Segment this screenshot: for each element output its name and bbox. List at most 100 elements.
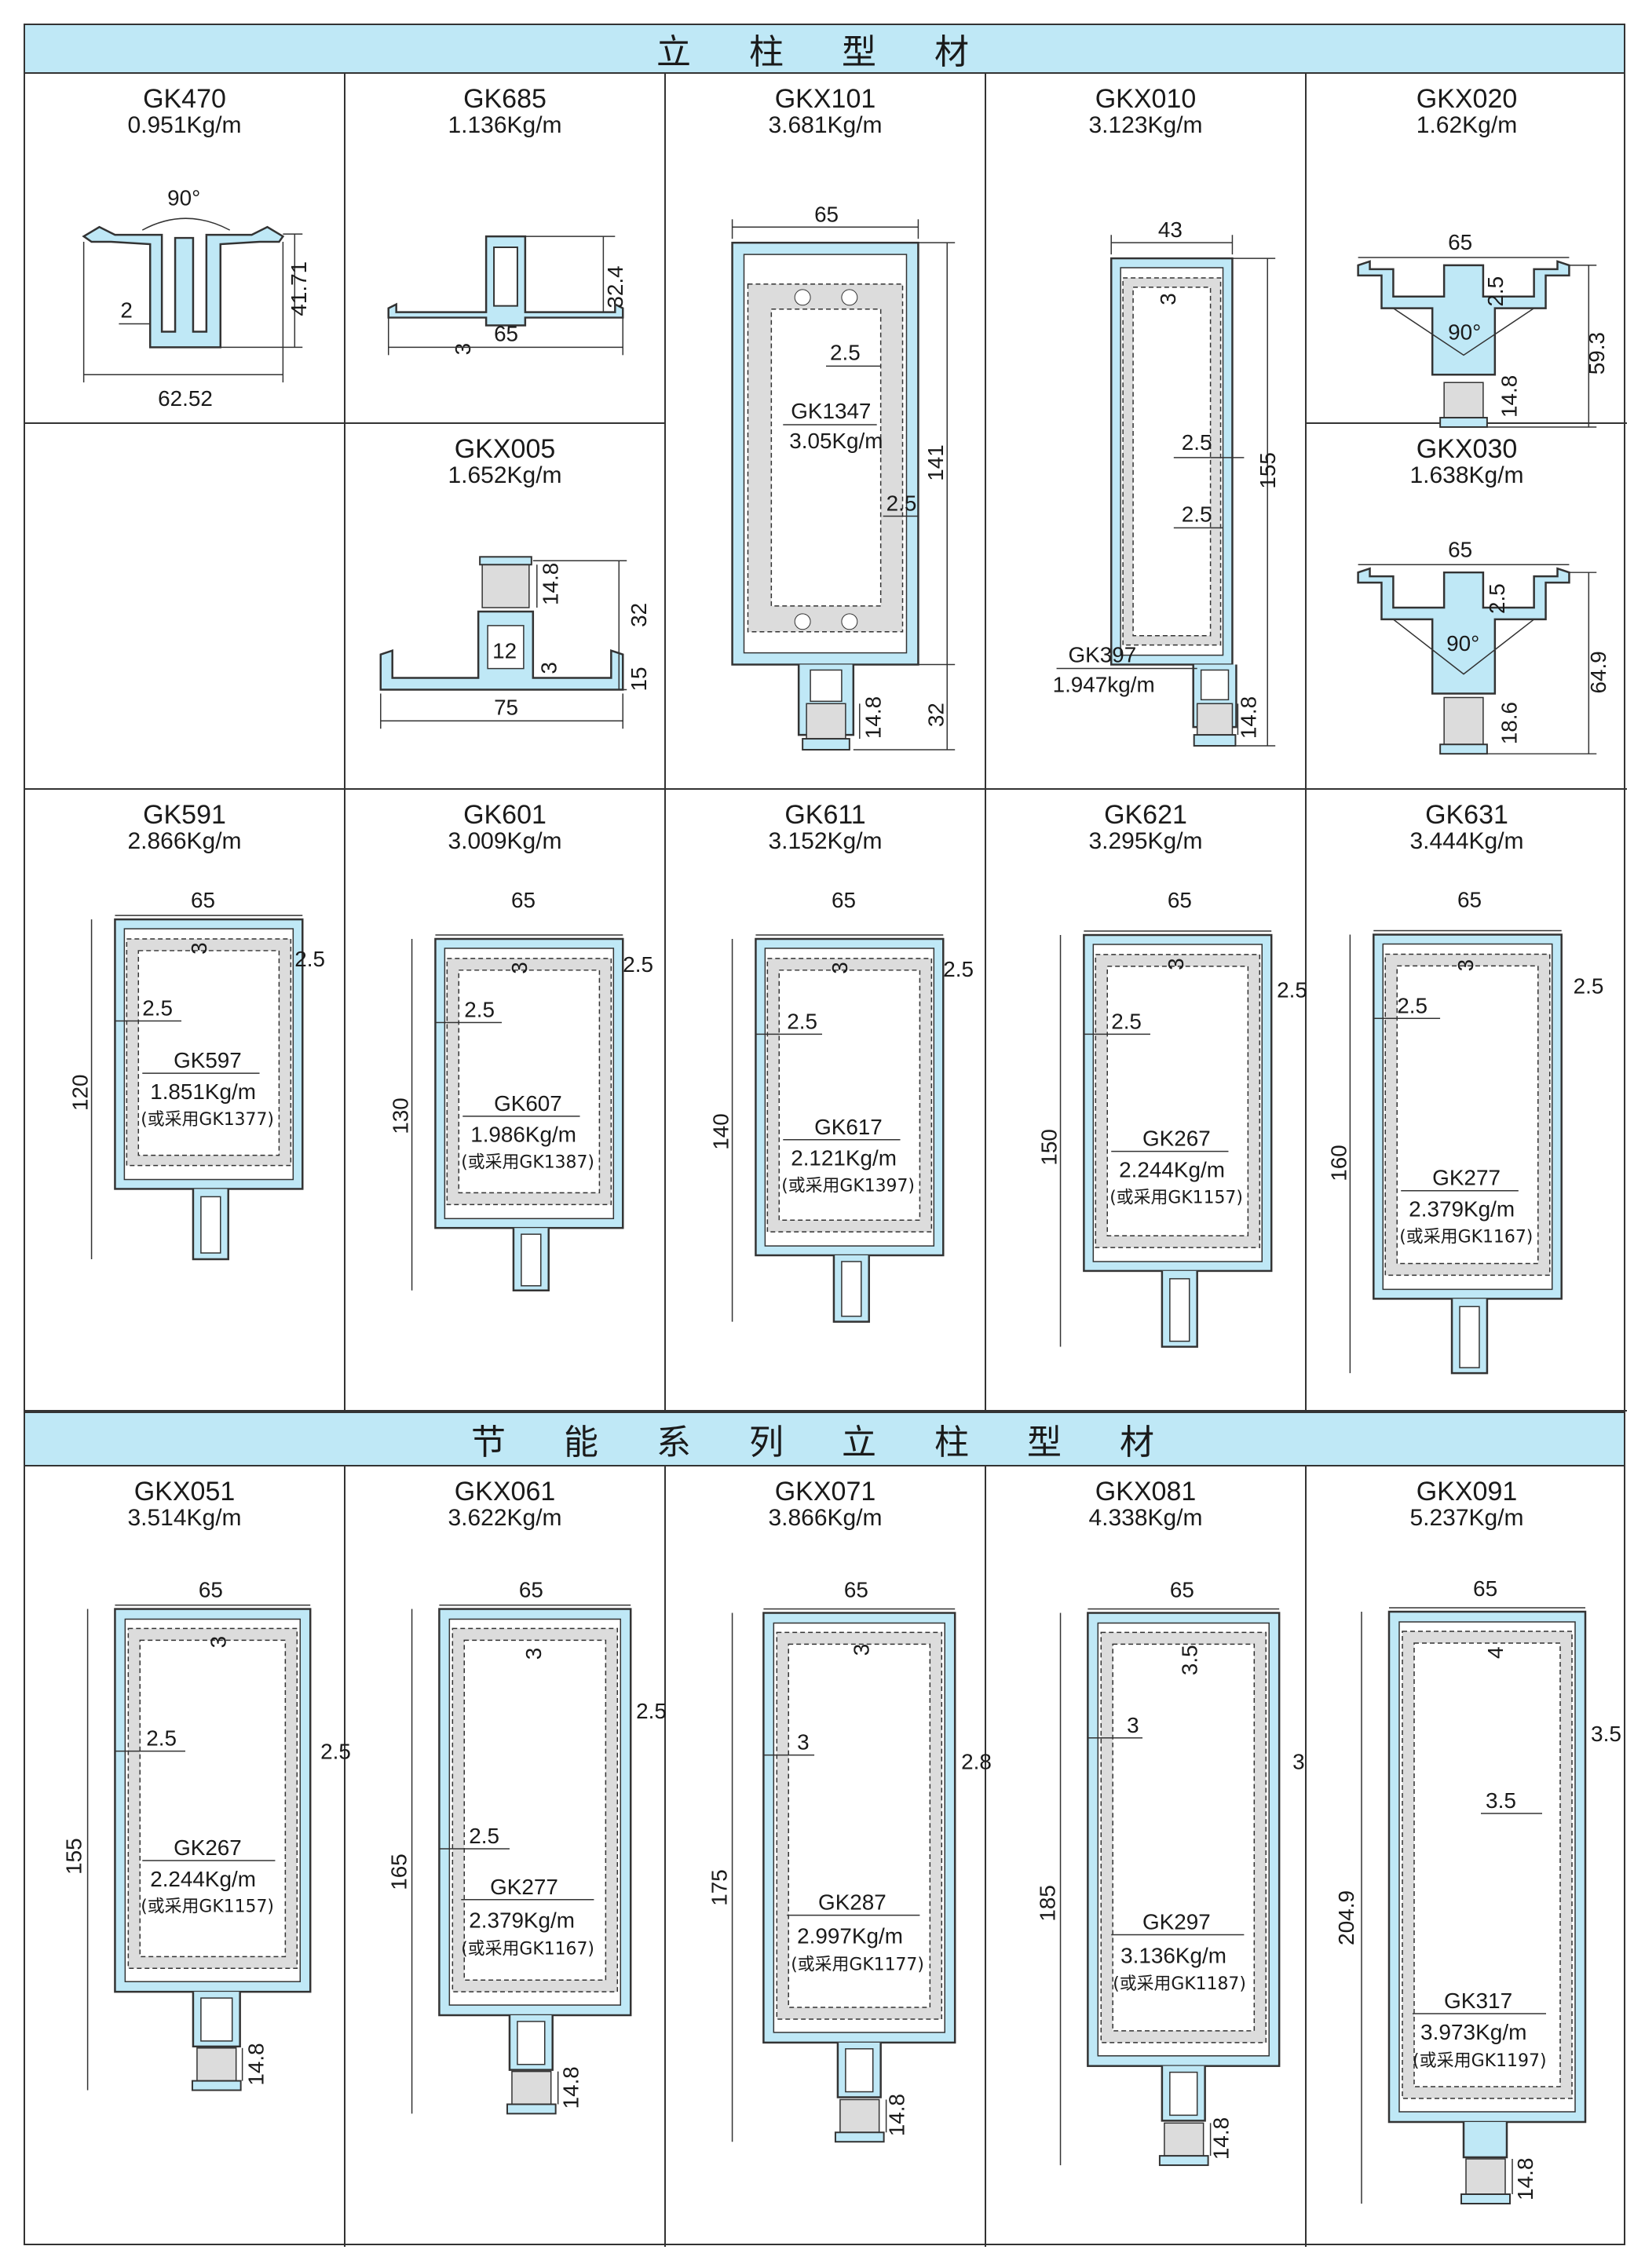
- insert-weight: 2.379Kg/m: [1409, 1197, 1515, 1222]
- dim-height: 140: [709, 1113, 733, 1149]
- profile-code: GK685: [463, 84, 547, 114]
- section-header-energy-saving-mullions: 节 能 系 列 立 柱 型 材: [25, 1412, 1624, 1466]
- dim-width: 65: [1168, 888, 1192, 912]
- profile-code: GK591: [143, 800, 226, 830]
- profile-code: GKX005: [454, 434, 556, 464]
- profile-drawing-gk631: 65 3 2.5 2.5 160 GK277 2.379Kg/m (或采用GK1…: [1326, 888, 1603, 1375]
- insert-code: GK597: [174, 1048, 242, 1072]
- dim-width: 65: [832, 888, 856, 912]
- insert-code: GK397: [1068, 643, 1136, 667]
- profile-code: GKX051: [133, 1477, 236, 1507]
- profile-drawing-gkx020: 65 2.5 90° 59.3 14.8: [1357, 230, 1609, 428]
- profile-code: GK470: [143, 84, 226, 114]
- profile-cell-gk470: GK470 0.951Kg/m 90° 2 41.71 62.52: [25, 74, 345, 424]
- insert-alternative: (或采用GK1167): [1399, 1228, 1533, 1247]
- profile-weight: 1.652Kg/m: [448, 462, 562, 488]
- dim-top-wall: 3: [1453, 959, 1478, 972]
- section-header-mullions: 立 柱 型 材: [25, 25, 1624, 74]
- dim-wall-2: 2.5: [886, 491, 917, 516]
- dim-height: 64.9: [1586, 651, 1610, 693]
- dim-height: 160: [1326, 1145, 1351, 1181]
- profile-drawing-gk621: 65 3 2.5 2.5 150 GK267 2.244Kg/m (或采用GK1…: [1037, 888, 1307, 1348]
- dim-key: 14.8: [861, 696, 886, 739]
- dim-angle: 90°: [167, 185, 200, 210]
- dim-width: 65: [191, 888, 215, 912]
- profile-drawing-gkx005: 14.8 32 15 12 3 75: [379, 556, 651, 729]
- profile-cell-gk591: GK591 2.866Kg/m 65 3 2.5 2.5 120 GK597 1…: [25, 790, 345, 1412]
- dim-inner-wall: 3.5: [1486, 1788, 1516, 1813]
- dim-height: 32.4: [603, 265, 627, 308]
- profile-drawing-gk685: 3 32.4 65: [387, 235, 627, 356]
- dim-wall-1: 2.5: [1182, 430, 1212, 455]
- profile-cell-gk631: GK631 3.444Kg/m 65 3 2.5 2.5 160 GK277 2…: [1307, 790, 1627, 1412]
- profile-code: GK621: [1104, 800, 1187, 830]
- insert-weight: 1.986Kg/m: [470, 1123, 576, 1147]
- dim-width: 62.52: [158, 386, 213, 411]
- dim-side-wall-right: 2.8: [961, 1750, 992, 1774]
- dim-side-wall-left: 2.5: [469, 1824, 499, 1848]
- dim-width: 65: [494, 321, 518, 345]
- profile-code: GK631: [1425, 800, 1508, 830]
- profile-drawing-gkx051: 65 3 2.5 2.5 155 14.8 GK267 2.244Kg/m (或…: [62, 1578, 351, 2091]
- insert-alternative: (或采用GK1377): [141, 1110, 274, 1130]
- dim-wall-1: 2.5: [830, 340, 861, 364]
- profile-drawing-gk601: 65 3 2.5 2.5 130 GK607 1.986Kg/m (或采用GK1…: [389, 888, 653, 1292]
- dim-width: 75: [494, 695, 518, 719]
- profile-drawing-gkx081: 65 3.5 3 3 185 14.8 GK297 3.136Kg/m (或采用…: [1036, 1578, 1305, 2167]
- insert-code: GK267: [174, 1835, 242, 1860]
- insert-alternative: (或采用GK1157): [141, 1897, 274, 1917]
- profile-cell-gkx071: GKX071 3.866Kg/m 65 3 3 2.8 175 14.8 GK2…: [666, 1466, 992, 2247]
- insert-weight: 2.121Kg/m: [791, 1146, 897, 1171]
- profile-cell-gkx081: GKX081 4.338Kg/m 65 3.5 3 3 185 14.8 GK2…: [986, 1466, 1307, 2247]
- insert-alternative: (或采用GK1397): [781, 1176, 915, 1196]
- insert-code: GK277: [490, 1875, 558, 1899]
- dim-top-wall: 4: [1483, 1646, 1508, 1659]
- profile-code: GKX030: [1416, 434, 1518, 464]
- section-title: 立 柱 型 材: [656, 32, 992, 72]
- insert-weight: 2.997Kg/m: [797, 1923, 903, 1948]
- dim-top-wall: 3: [828, 962, 852, 974]
- dim-side-wall-left: 2.5: [146, 1726, 177, 1751]
- dim-key: 14.8: [244, 2043, 269, 2085]
- insert-alternative: (或采用GK1177): [791, 1955, 924, 1974]
- profile-weight: 3.622Kg/m: [448, 1505, 562, 1531]
- dim-height: 59.3: [1585, 332, 1609, 374]
- dim-height: 150: [1037, 1129, 1062, 1165]
- dim-key: 14.8: [1236, 696, 1260, 739]
- profile-drawing-gk611: 65 3 2.5 2.5 140 GK617 2.121Kg/m (或采用GK1…: [709, 888, 974, 1323]
- profile-cell-gkx005: GKX005 1.652Kg/m 14.8 32 15 12 3 75: [345, 424, 666, 790]
- dim-height: 120: [68, 1074, 93, 1110]
- insert-weight: 2.379Kg/m: [469, 1908, 575, 1933]
- dim-thickness: 2.5: [1483, 276, 1508, 307]
- dim-width: 65: [1170, 1578, 1194, 1602]
- dim-side-wall-left: 2.5: [1111, 1009, 1142, 1033]
- dim-height: 155: [62, 1838, 86, 1874]
- profile-code: GKX061: [454, 1477, 556, 1507]
- insert-code: GK267: [1142, 1127, 1211, 1151]
- profile-weight: 1.638Kg/m: [1409, 462, 1524, 488]
- insert-code: GK277: [1432, 1166, 1501, 1190]
- insert-alternative: (或采用GK1387): [461, 1153, 594, 1173]
- profile-weight: 3.295Kg/m: [1088, 828, 1203, 854]
- dim-thickness: 2: [120, 298, 133, 323]
- profile-cell-gkx051: GKX051 3.514Kg/m 65 3 2.5 2.5 155 14.8 G…: [25, 1466, 351, 2247]
- dim-flange: 15: [627, 667, 651, 691]
- section-title: 节 能 系 列 立 柱 型 材: [471, 1423, 1178, 1463]
- dim-height: 165: [387, 1853, 411, 1890]
- insert-code: GK297: [1142, 1910, 1211, 1934]
- dim-width: 65: [844, 1578, 868, 1602]
- dim-width: 65: [1448, 230, 1472, 254]
- insert-code: GK317: [1444, 1989, 1512, 2013]
- profile-drawing-gkx061: 65 3 2.5 2.5 165 14.8 GK277 2.379Kg/m (或…: [387, 1578, 667, 2115]
- dim-key: 14.8: [1513, 2158, 1537, 2201]
- dim-side-wall-right: 2.5: [1277, 978, 1307, 1003]
- dim-top-wall: 3.5: [1178, 1645, 1202, 1675]
- profile-cell-gkx010: GKX010 3.123Kg/m 43 3 2.5 2.5 155: [986, 74, 1307, 790]
- dim-angle: 90°: [1446, 631, 1479, 656]
- dim-top-wall: 3: [507, 962, 532, 974]
- profile-cell-gk685: GK685 1.136Kg/m 3 32.4 65: [345, 74, 666, 424]
- profile-weight: 3.444Kg/m: [1409, 828, 1524, 854]
- dim-key: 14.8: [559, 2066, 583, 2109]
- profile-drawing-gk591: 65 3 2.5 2.5 120 GK597 1.851Kg/m (或采用GK1…: [68, 888, 325, 1261]
- dim-slot: 12: [492, 639, 517, 663]
